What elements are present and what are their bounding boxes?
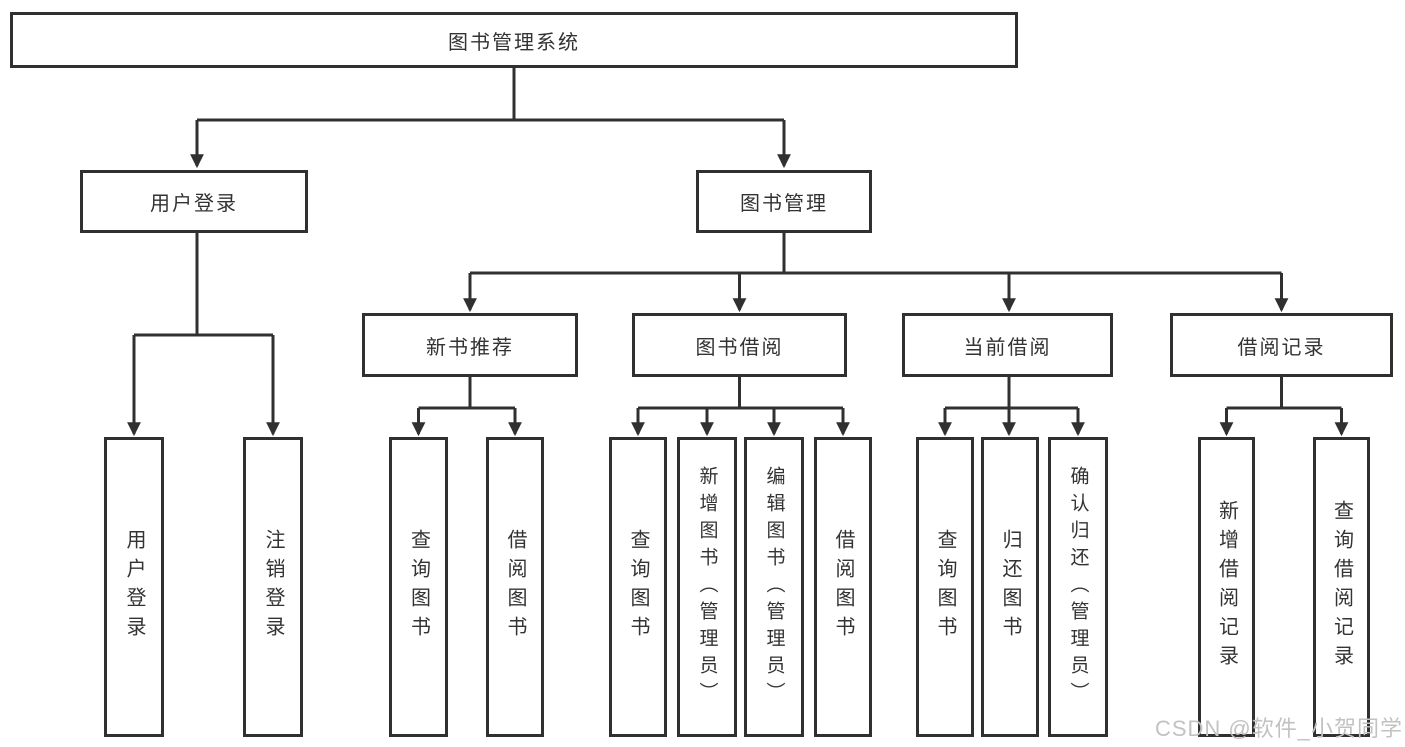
node-leaf-borrow-books-1: 借阅图书	[486, 437, 544, 737]
node-leaf-user-login: 用户登录	[104, 437, 164, 737]
node-label: 查询图书	[627, 529, 649, 645]
node-book-borrow: 图书借阅	[632, 313, 847, 377]
node-leaf-query-books-1: 查询图书	[389, 437, 448, 737]
node-book-management: 图书管理	[696, 170, 872, 233]
node-label: 图书借阅	[695, 336, 784, 359]
node-leaf-edit-books-admin: 编辑图书（管理员）	[744, 437, 804, 737]
node-leaf-query-books-3: 查询图书	[916, 437, 974, 737]
node-user-login: 用户登录	[80, 170, 308, 233]
node-leaf-add-books-admin: 新增图书（管理员）	[677, 437, 737, 737]
node-leaf-add-borrow-record: 新增借阅记录	[1198, 437, 1255, 737]
node-label: 注销登录	[262, 529, 284, 645]
node-leaf-query-borrow-record: 查询借阅记录	[1313, 437, 1370, 737]
node-borrow-records: 借阅记录	[1170, 313, 1393, 377]
node-leaf-query-books-2: 查询图书	[609, 437, 667, 737]
node-label: 查询图书	[934, 529, 956, 645]
csdn-watermark: CSDN @软件_小贺同学	[1154, 716, 1403, 741]
node-label: 用户登录	[150, 193, 238, 215]
node-root-library-system: 图书管理系统	[10, 12, 1018, 68]
node-label: 新增借阅记录	[1215, 500, 1238, 674]
node-label: 编辑图书（管理员）	[763, 465, 785, 709]
node-label: 用户登录	[123, 529, 145, 645]
node-label: 归还图书	[999, 529, 1021, 645]
node-label: 借阅图书	[504, 529, 526, 645]
node-leaf-logout: 注销登录	[243, 437, 303, 737]
node-label: 新增图书（管理员）	[696, 465, 718, 709]
node-current-borrow: 当前借阅	[902, 313, 1113, 377]
node-label: 当前借阅	[963, 336, 1052, 359]
node-label: 借阅图书	[832, 529, 854, 645]
node-leaf-borrow-books-2: 借阅图书	[814, 437, 872, 737]
node-label: 借阅记录	[1237, 336, 1326, 359]
node-leaf-return-books: 归还图书	[981, 437, 1039, 737]
node-leaf-confirm-return-admin: 确认归还（管理员）	[1048, 437, 1108, 737]
node-label: 图书管理系统	[448, 31, 580, 54]
node-new-book-recommend: 新书推荐	[362, 313, 578, 377]
node-label: 新书推荐	[426, 336, 514, 359]
node-label: 查询图书	[407, 529, 430, 645]
node-label: 图书管理	[740, 193, 828, 215]
node-label: 确认归还（管理员）	[1067, 465, 1089, 709]
node-label: 查询借阅记录	[1330, 500, 1353, 674]
